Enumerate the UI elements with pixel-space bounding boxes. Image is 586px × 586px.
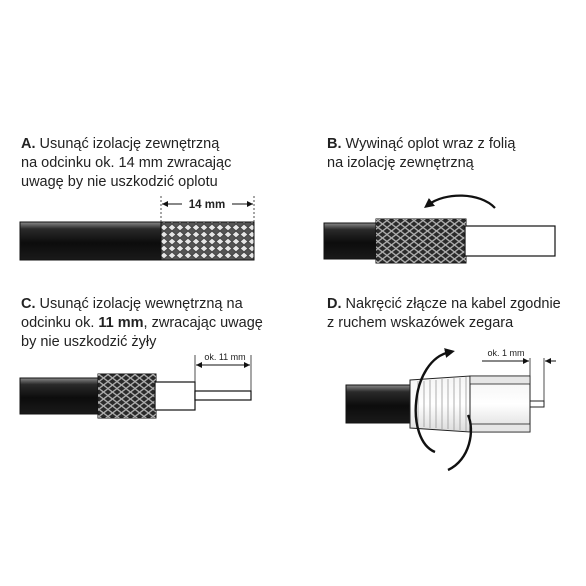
step-c-line2-pre: odcinku ok. bbox=[21, 315, 99, 331]
step-c-letter: C. bbox=[21, 296, 36, 312]
figure-d: ok. 1 mm bbox=[345, 348, 556, 472]
step-d-letter: D. bbox=[327, 296, 342, 312]
step-c-line2-bold: 11 mm bbox=[98, 315, 144, 331]
step-a-letter: A. bbox=[21, 136, 36, 152]
dimension-c-label: ok. 11 mm bbox=[204, 352, 245, 362]
step-a-line3: uwagę by nie uszkodzić oplotu bbox=[21, 174, 218, 190]
figure-a: 14 mm bbox=[19, 196, 255, 261]
figure-b bbox=[323, 194, 556, 264]
step-a-text: A. Usunąć izolację zewnętrzną na odcinku… bbox=[21, 135, 291, 192]
inner-insulation bbox=[464, 225, 556, 257]
outer-jacket bbox=[19, 221, 163, 261]
step-d-line1: Nakręcić złącze na kabel zgodnie bbox=[345, 296, 561, 312]
dimension-a-label: 14 mm bbox=[189, 199, 225, 211]
dimension-d-label: ok. 1 mm bbox=[487, 348, 524, 358]
outer-jacket bbox=[345, 384, 417, 424]
step-b-line1: Wywinąć oplot wraz z folią bbox=[345, 136, 516, 152]
step-a-line2: na odcinku ok. 14 mm zwracając bbox=[21, 155, 232, 171]
step-a-line1: Usunąć izolację zewnętrzną bbox=[39, 136, 220, 152]
connector-nut bbox=[469, 375, 531, 433]
step-b-line2: na izolację zewnętrzną bbox=[327, 155, 474, 171]
inner-insulation bbox=[154, 381, 196, 411]
step-b-letter: B. bbox=[327, 136, 342, 152]
center-conductor bbox=[529, 400, 545, 408]
step-d-line2: z ruchem wskazówek zegara bbox=[327, 315, 514, 331]
step-c-text: C. Usunąć izolację wewnętrzną na odcinku… bbox=[21, 295, 291, 352]
fold-arrow bbox=[424, 194, 496, 209]
step-d-text: D. Nakręcić złącze na kabel zgodnie z ru… bbox=[327, 295, 582, 333]
center-conductor bbox=[194, 390, 252, 401]
rotation-arrow bbox=[414, 348, 455, 454]
step-b-text: B. Wywinąć oplot wraz z folią na izolacj… bbox=[327, 135, 577, 173]
step-c-line2-post: , zwracając uwagę bbox=[143, 315, 263, 331]
outer-jacket bbox=[323, 222, 381, 260]
figure-c: ok. 11 mm bbox=[19, 352, 252, 419]
outer-jacket bbox=[19, 377, 101, 415]
step-c-line3: by nie uszkodzić żyły bbox=[21, 334, 157, 350]
step-c-line1: Usunąć izolację wewnętrzną na bbox=[39, 296, 243, 312]
